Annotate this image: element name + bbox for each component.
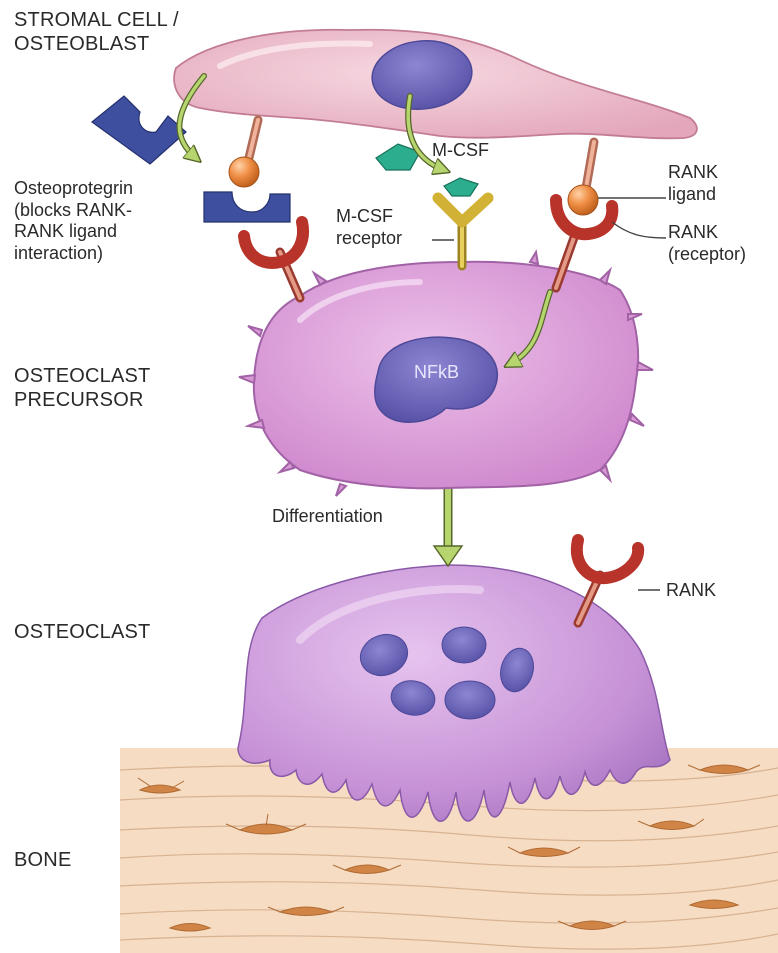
mcsf-label: M-CSF (432, 140, 489, 162)
mcsf-receptor (432, 198, 488, 266)
rank-label: RANK (666, 580, 716, 602)
bone-label: BONE (14, 848, 71, 872)
rank-ligand-left (229, 120, 259, 187)
stromal-cell (174, 30, 697, 139)
mcsf-receptor-label: M-CSF receptor (336, 206, 402, 249)
differentiation-label: Differentiation (272, 506, 383, 528)
differentiation-arrow (434, 488, 462, 566)
osteoclast-label: OSTEOCLAST (14, 620, 150, 644)
stromal-cell-label: STROMAL CELL / OSTEOBLAST (14, 8, 179, 56)
rank-ligand-label: RANK ligand (668, 162, 718, 205)
rank-receptor-label: RANK (receptor) (668, 222, 746, 265)
precursor-label: OSTEOCLAST PRECURSOR (14, 364, 150, 412)
nfkb-label: NFkB (414, 362, 459, 384)
osteoprotegrin-label: Osteoprotegrin (blocks RANK- RANK ligand… (14, 178, 133, 264)
rank-receptor-left (244, 222, 303, 298)
